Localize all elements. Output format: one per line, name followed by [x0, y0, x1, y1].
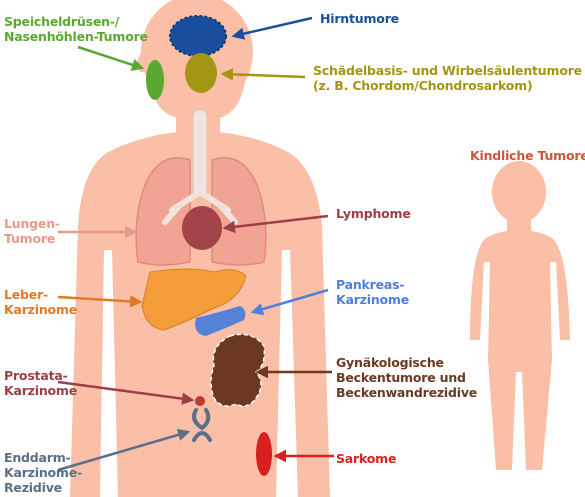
label-gynaekologische: Gynäkologische Beckentumore und Beckenwa… — [336, 355, 477, 400]
salivary-tumor — [146, 60, 164, 100]
label-speicheldruesen: Speicheldrüsen-/ Nasenhöhlen-Tumore — [4, 14, 148, 44]
arrow-hirntumore — [231, 16, 313, 40]
label-lymphome: Lymphome — [336, 206, 411, 221]
label-gyn-line1: Gynäkologische — [336, 355, 444, 370]
label-schaedel-line2: (z. B. Chordom/Chondrosarkom) — [313, 78, 533, 93]
arrow-speichel — [77, 45, 145, 71]
label-pankreas-line2: Karzinome — [336, 292, 410, 307]
label-prostata: Prostata- Karzinome — [4, 368, 77, 398]
arrow-enddarm — [57, 428, 191, 472]
label-lungen-line1: Lungen- — [4, 216, 60, 231]
arrow-lymphome — [222, 214, 329, 234]
prostate — [195, 396, 205, 406]
brain-tumor — [169, 15, 227, 57]
label-hirntumore: Hirntumore — [320, 11, 399, 26]
label-lungen: Lungen- Tumore — [4, 216, 60, 246]
label-prostata-line1: Prostata- — [4, 368, 68, 383]
label-pankreas: Pankreas- Karzinome — [336, 277, 409, 307]
child-silhouette — [470, 161, 570, 470]
label-enddarm-line1: Enddarm- — [4, 450, 71, 465]
bronchi — [162, 189, 238, 225]
label-enddarm-line3: Rezidive — [4, 480, 62, 495]
pelvic-tumor — [210, 333, 266, 407]
lymphoma-mass — [182, 206, 222, 250]
label-pankreas-line1: Pankreas- — [336, 277, 405, 292]
label-leber-line2: Karzinome — [4, 302, 78, 317]
arrow-leber — [57, 295, 143, 308]
pancreas — [195, 306, 246, 336]
label-leber-line1: Leber- — [4, 287, 49, 302]
trachea — [192, 109, 208, 196]
label-prostata-line2: Karzinome — [4, 383, 78, 398]
sarcoma-mass — [256, 432, 272, 476]
label-leber: Leber- Karzinome — [4, 287, 77, 317]
skull-base-tumor — [185, 53, 217, 93]
arrows — [57, 16, 334, 472]
arrow-pankreas — [250, 288, 329, 316]
label-enddarm: Enddarm- Karzinome- Rezidive — [4, 450, 82, 495]
arrow-prostata — [57, 380, 195, 405]
label-sarkome: Sarkome — [336, 451, 396, 466]
lung-right — [211, 157, 267, 266]
label-gyn-line3: Beckenwandrezidive — [336, 385, 478, 400]
label-lymphome-text: Lymphome — [336, 206, 411, 221]
label-kindliche-tumoren: Kindliche Tumoren — [470, 148, 585, 163]
label-speichel-line2: Nasenhöhlen-Tumore — [4, 29, 148, 44]
label-schaedelbasis: Schädelbasis- und Wirbelsäulentumore (z.… — [313, 63, 582, 93]
liver — [141, 268, 247, 331]
label-gyn-line2: Beckentumore und — [336, 370, 466, 385]
label-hirntumore-text: Hirntumore — [320, 11, 399, 26]
rectum — [192, 408, 212, 442]
label-schaedel-line1: Schädelbasis- und Wirbelsäulentumore — [313, 63, 582, 78]
label-enddarm-line2: Karzinome- — [4, 465, 83, 480]
arrow-schaedel — [220, 68, 306, 81]
label-kindliche-text: Kindliche Tumoren — [470, 148, 585, 163]
label-speichel-line1: Speicheldrüsen-/ — [4, 14, 120, 29]
label-sarkome-text: Sarkome — [336, 451, 397, 466]
label-lungen-line2: Tumore — [4, 231, 56, 246]
